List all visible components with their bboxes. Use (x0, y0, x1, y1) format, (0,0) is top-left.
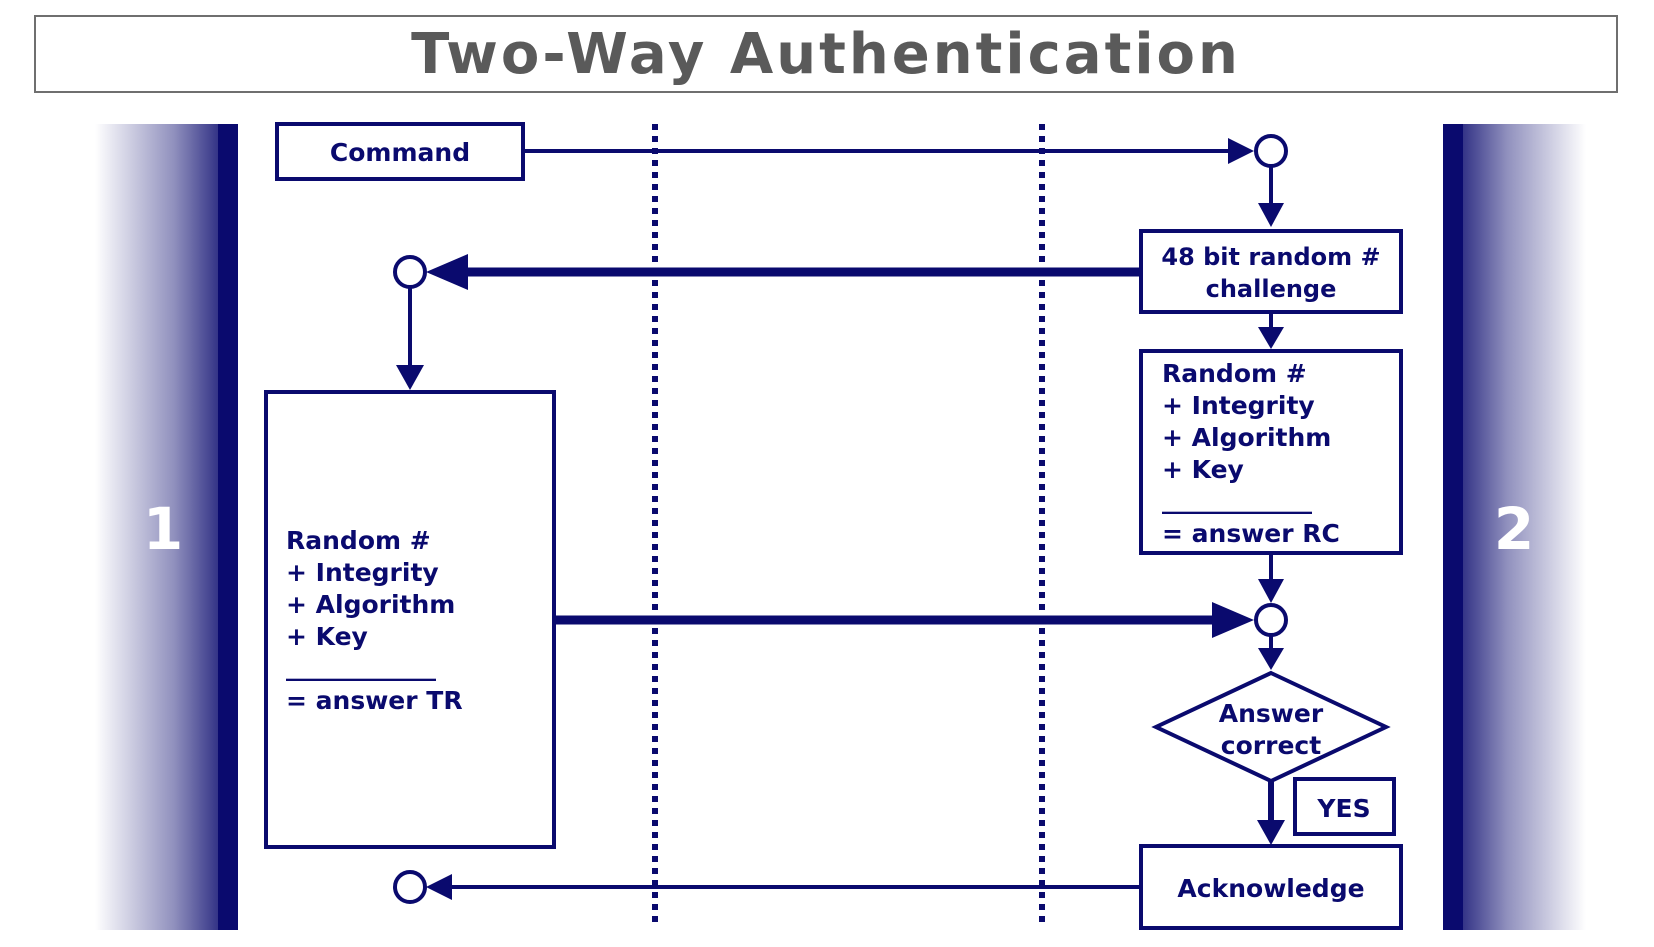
party-2-bar (1443, 124, 1586, 930)
tr-line-3: + Algorithm (286, 590, 455, 619)
acknowledge-label: Acknowledge (1177, 874, 1364, 903)
challenge-box (1139, 229, 1403, 314)
rc-line-2: + Integrity (1162, 391, 1315, 420)
compare-to-decision-arrowhead (1258, 648, 1284, 670)
title-frame: Two-Way Authentication (34, 15, 1618, 93)
command-to-challenge-arrowhead (1258, 203, 1284, 227)
rc-line-1: Random # (1162, 359, 1307, 388)
yes-box (1293, 777, 1396, 836)
acknowledge-box (1139, 844, 1403, 930)
party-1-label: 1 (143, 495, 183, 563)
challenge-receive-node (393, 255, 427, 289)
rc-line-3: + Algorithm (1162, 423, 1331, 452)
rc-line-4: + Key (1162, 455, 1244, 484)
yes-arrowhead (1257, 820, 1285, 845)
challenge-to-tr-arrowhead (396, 365, 424, 390)
party-2-label: 2 (1494, 495, 1534, 563)
tr-line-4: + Key (286, 622, 368, 651)
answer-tr-arrowhead (1212, 602, 1254, 638)
yes-label: YES (1316, 794, 1370, 823)
rc-line-6: = answer RC (1162, 519, 1340, 548)
tr-line-6: = answer TR (286, 686, 463, 715)
acknowledge-receive-node (393, 870, 427, 904)
command-receive-node (1254, 134, 1288, 168)
answer-tr-box (264, 390, 556, 849)
acknowledge-arrowhead (426, 874, 452, 900)
command-box (275, 122, 525, 181)
tr-line-5: ____________ (286, 652, 437, 681)
tr-line-2: + Integrity (286, 558, 439, 587)
tr-line-1: Random # (286, 526, 431, 555)
answer-rc-text: Random # + Integrity + Algorithm + Key _… (1162, 359, 1340, 548)
challenge-arrowhead (426, 254, 468, 290)
page-title: Two-Way Authentication (411, 21, 1241, 87)
command-arrowhead (1228, 138, 1254, 164)
rc-to-compare-arrowhead (1258, 579, 1284, 603)
decision-label-line1: Answer (1219, 699, 1324, 728)
answer-compare-node (1254, 603, 1288, 637)
answer-tr-text: Random # + Integrity + Algorithm + Key _… (286, 526, 463, 715)
party-1-bar (95, 124, 238, 930)
rc-line-5: ____________ (1162, 485, 1313, 514)
decision-label-line2: correct (1221, 731, 1321, 760)
command-label: Command (330, 138, 470, 167)
challenge-label-line2: challenge (1206, 275, 1337, 303)
challenge-label-line1: 48 bit random # (1161, 243, 1380, 271)
challenge-to-rc-arrowhead (1258, 327, 1284, 349)
